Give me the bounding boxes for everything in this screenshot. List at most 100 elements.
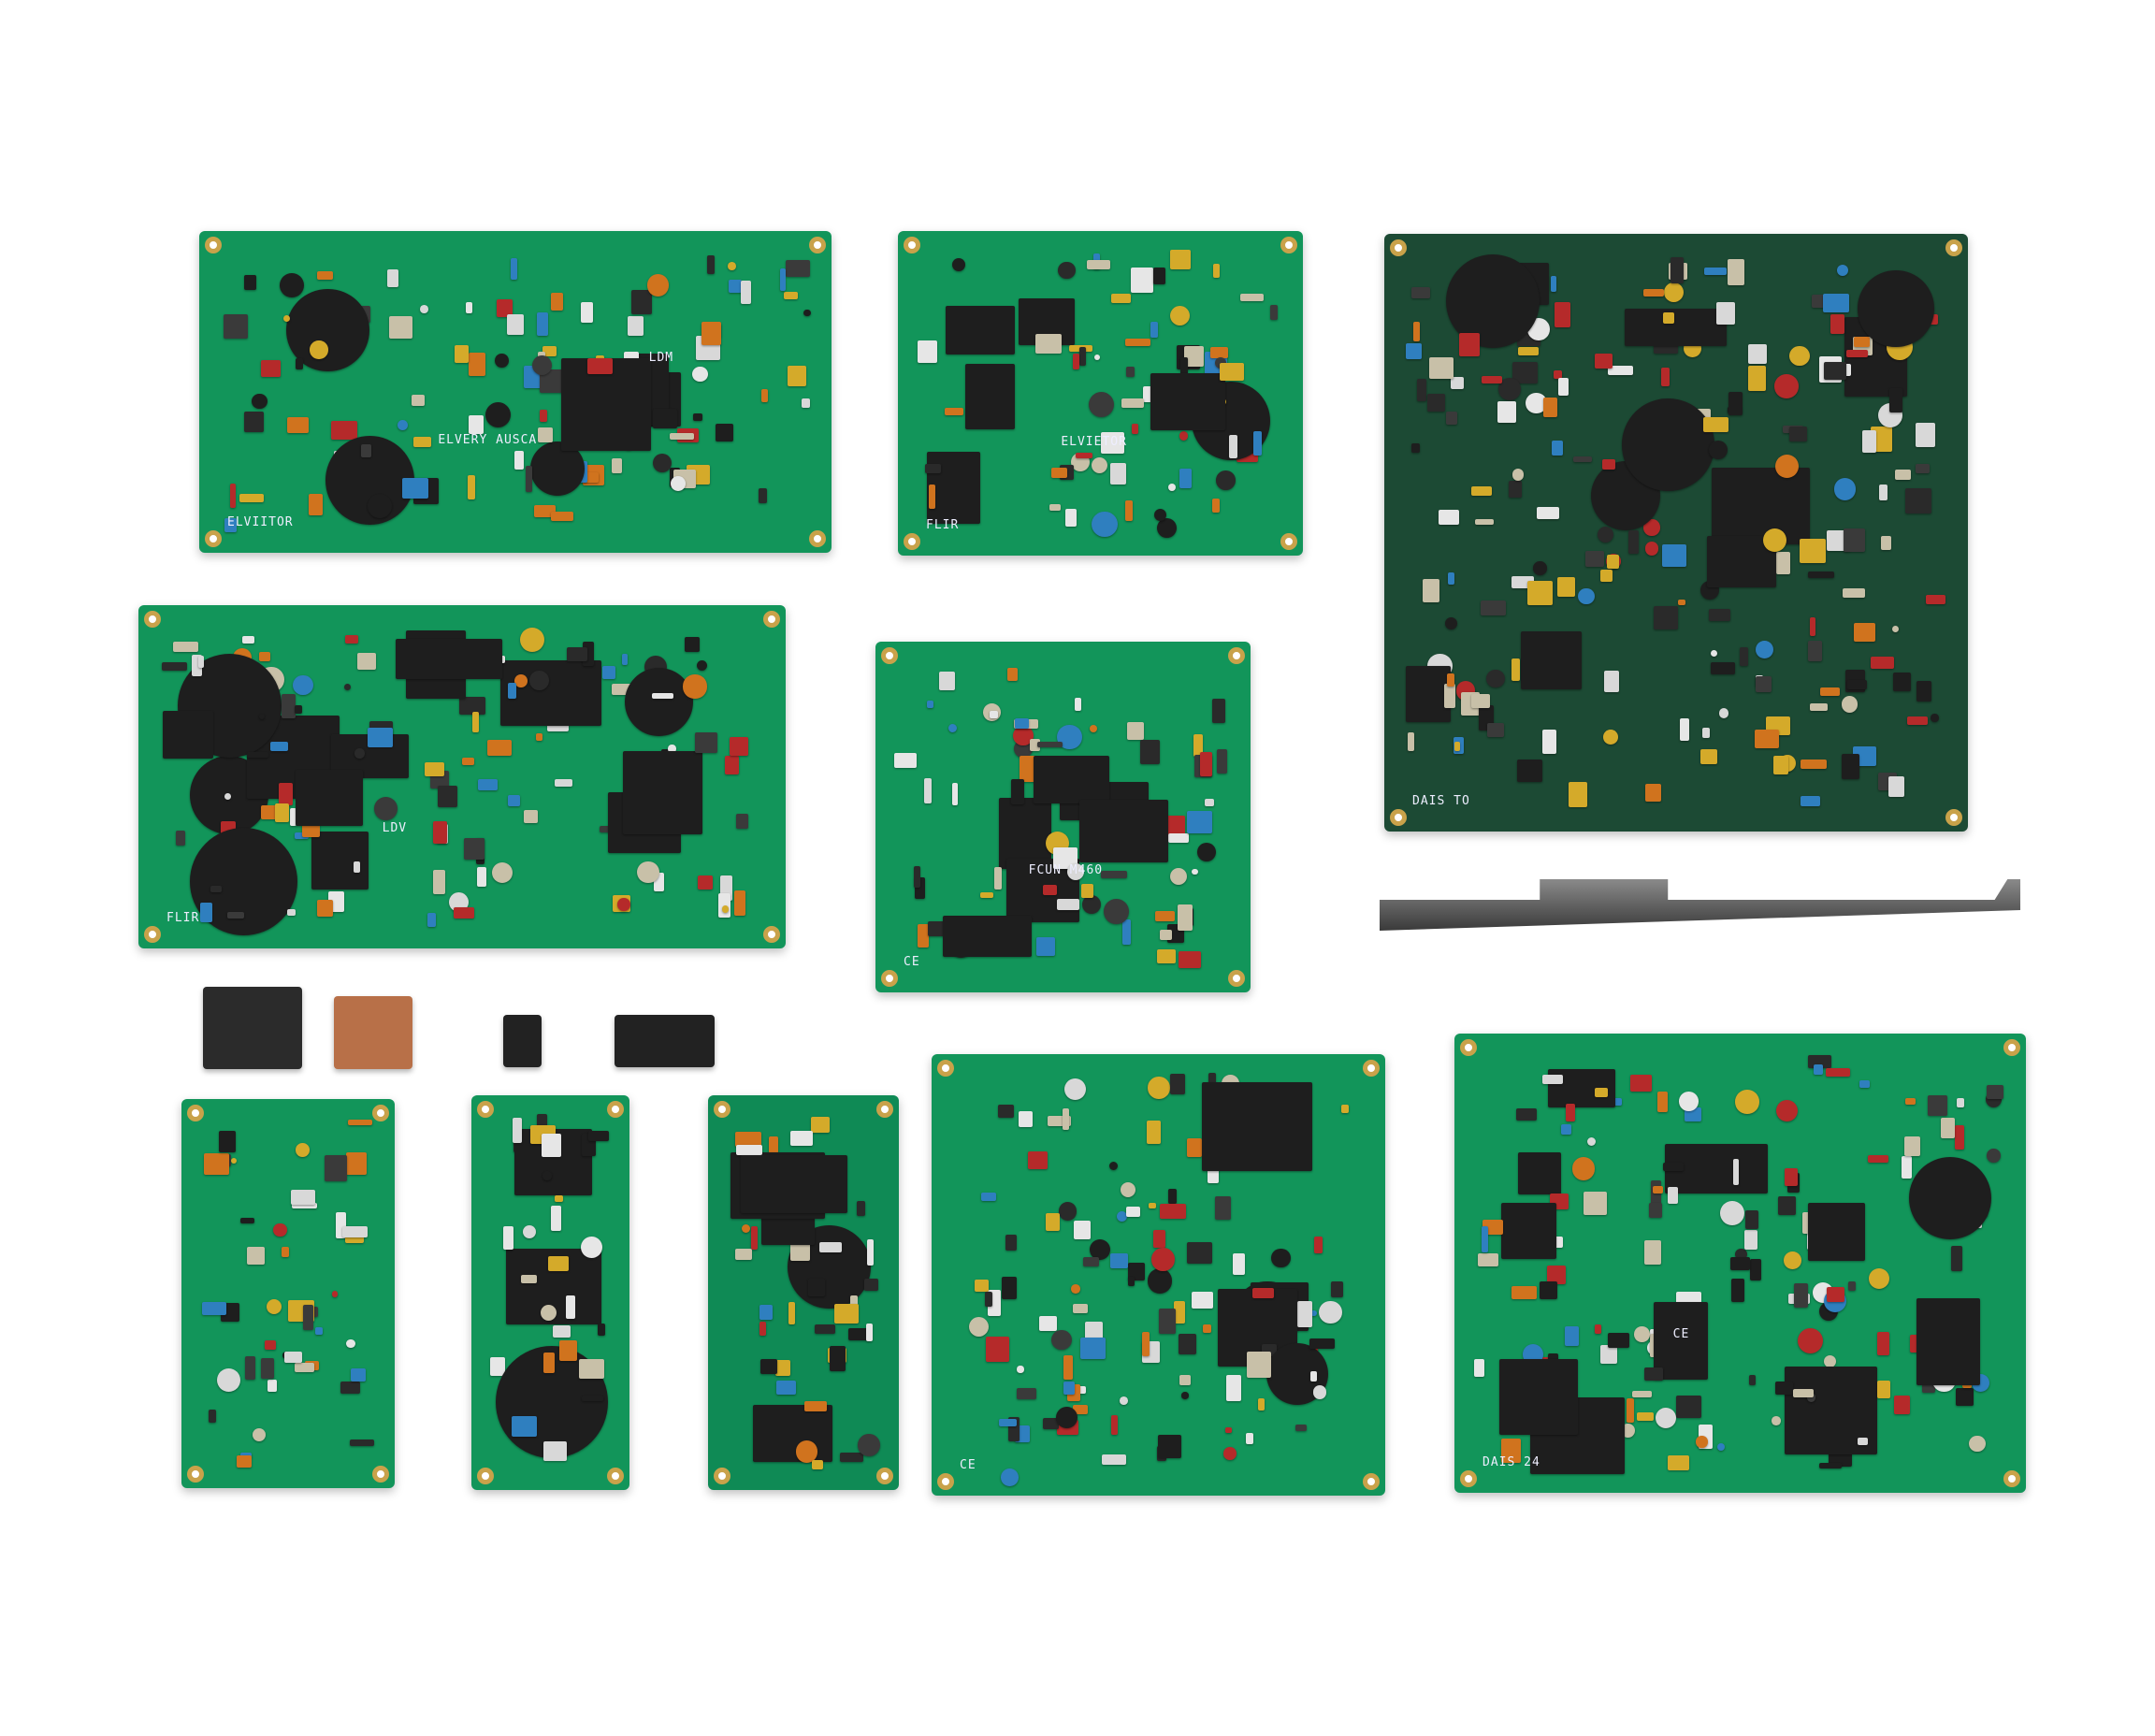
electronic-component xyxy=(1926,595,1946,605)
electronic-component xyxy=(1153,508,1166,522)
electronic-component xyxy=(1654,1302,1708,1381)
mounting-hole xyxy=(477,1101,494,1118)
electronic-component xyxy=(701,321,722,346)
electronic-component xyxy=(1016,1387,1036,1399)
electronic-component xyxy=(1909,1157,1992,1240)
electronic-component xyxy=(566,1295,575,1319)
electronic-component xyxy=(1213,264,1220,278)
electronic-component xyxy=(1660,368,1670,386)
electronic-component xyxy=(728,262,737,270)
electronic-component xyxy=(1755,641,1773,659)
mounting-hole xyxy=(1945,239,1962,256)
electronic-component xyxy=(1542,1074,1563,1085)
electronic-component xyxy=(1170,250,1191,269)
electronic-component xyxy=(1253,431,1263,456)
electronic-component xyxy=(511,258,518,281)
electronic-component xyxy=(651,692,674,700)
electronic-component xyxy=(670,432,695,440)
electronic-component xyxy=(240,1217,255,1224)
electronic-component xyxy=(1125,366,1135,377)
electronic-component xyxy=(918,924,930,948)
electronic-component xyxy=(1602,729,1618,745)
electronic-component xyxy=(1439,510,1459,526)
electronic-component xyxy=(774,1360,791,1376)
silkscreen-label: ELVIITOR xyxy=(227,515,294,529)
electronic-component xyxy=(203,1152,229,1176)
electronic-component xyxy=(1808,571,1834,578)
electronic-component xyxy=(1444,684,1456,708)
electronic-component xyxy=(1600,1344,1617,1365)
electronic-component xyxy=(1184,345,1204,367)
electronic-component xyxy=(1271,1248,1291,1268)
electronic-component xyxy=(506,313,524,336)
electronic-component xyxy=(1088,391,1114,417)
electronic-component xyxy=(1050,468,1067,479)
electronic-component xyxy=(292,674,313,696)
circuit-board xyxy=(181,1099,395,1488)
electronic-component xyxy=(951,257,965,272)
mounting-hole xyxy=(607,1101,624,1118)
electronic-component xyxy=(566,646,587,662)
electronic-component xyxy=(1643,289,1664,297)
electronic-component xyxy=(1017,1366,1024,1373)
electronic-component xyxy=(465,302,473,314)
electronic-component xyxy=(1516,1108,1538,1121)
electronic-component xyxy=(1508,480,1523,498)
electronic-component xyxy=(1120,1181,1136,1198)
electronic-component xyxy=(647,274,670,297)
electronic-component xyxy=(1904,1098,1916,1105)
silkscreen-label: LDM xyxy=(648,351,674,365)
electronic-component xyxy=(915,876,926,900)
electronic-component xyxy=(1887,775,1904,798)
electronic-component xyxy=(1553,369,1562,380)
electronic-component xyxy=(1240,294,1265,302)
electronic-component xyxy=(1101,1454,1127,1466)
electronic-component xyxy=(1497,400,1516,423)
electronic-component xyxy=(1679,1092,1699,1111)
electronic-component xyxy=(1662,544,1687,568)
electronic-component xyxy=(536,1114,548,1132)
mounting-hole xyxy=(1945,809,1962,826)
electronic-component xyxy=(1497,378,1521,400)
electronic-component xyxy=(1422,578,1439,602)
electronic-component xyxy=(1186,1241,1213,1264)
electronic-component xyxy=(697,659,708,671)
electronic-component xyxy=(1800,795,1821,807)
electronic-component xyxy=(1233,1252,1246,1276)
electronic-component xyxy=(1756,675,1772,693)
electronic-component xyxy=(975,1280,989,1293)
electronic-component xyxy=(529,671,549,690)
electronic-component xyxy=(1445,617,1458,630)
electronic-component xyxy=(1916,1298,1981,1385)
electronic-component xyxy=(1748,1374,1757,1385)
electronic-component xyxy=(316,271,333,280)
electronic-component xyxy=(668,745,676,753)
electronic-component xyxy=(847,1327,870,1341)
electronic-component xyxy=(1712,467,1810,545)
electronic-component xyxy=(1127,722,1145,740)
electronic-component xyxy=(783,292,799,299)
electronic-component xyxy=(1269,304,1279,320)
electronic-component xyxy=(1055,1406,1078,1428)
mounting-hole xyxy=(763,926,780,943)
electronic-component xyxy=(1079,799,1169,862)
electronic-component xyxy=(1153,1229,1165,1248)
electronic-component xyxy=(354,748,365,759)
electronic-component xyxy=(336,1212,346,1238)
electronic-component xyxy=(1445,412,1458,425)
electronic-component xyxy=(1584,550,1605,567)
electronic-component xyxy=(1015,718,1030,730)
electronic-component xyxy=(1703,267,1728,275)
mounting-hole xyxy=(144,611,161,628)
electronic-component xyxy=(803,309,811,317)
electronic-component xyxy=(1341,1105,1350,1114)
electronic-component xyxy=(540,1304,557,1321)
electronic-component xyxy=(721,905,730,913)
electronic-component xyxy=(1540,1281,1557,1300)
electronic-component xyxy=(1005,1235,1017,1251)
electronic-component xyxy=(1211,699,1226,723)
electronic-component xyxy=(367,493,393,519)
electronic-component xyxy=(1775,454,1800,478)
electronic-component xyxy=(1916,681,1931,702)
